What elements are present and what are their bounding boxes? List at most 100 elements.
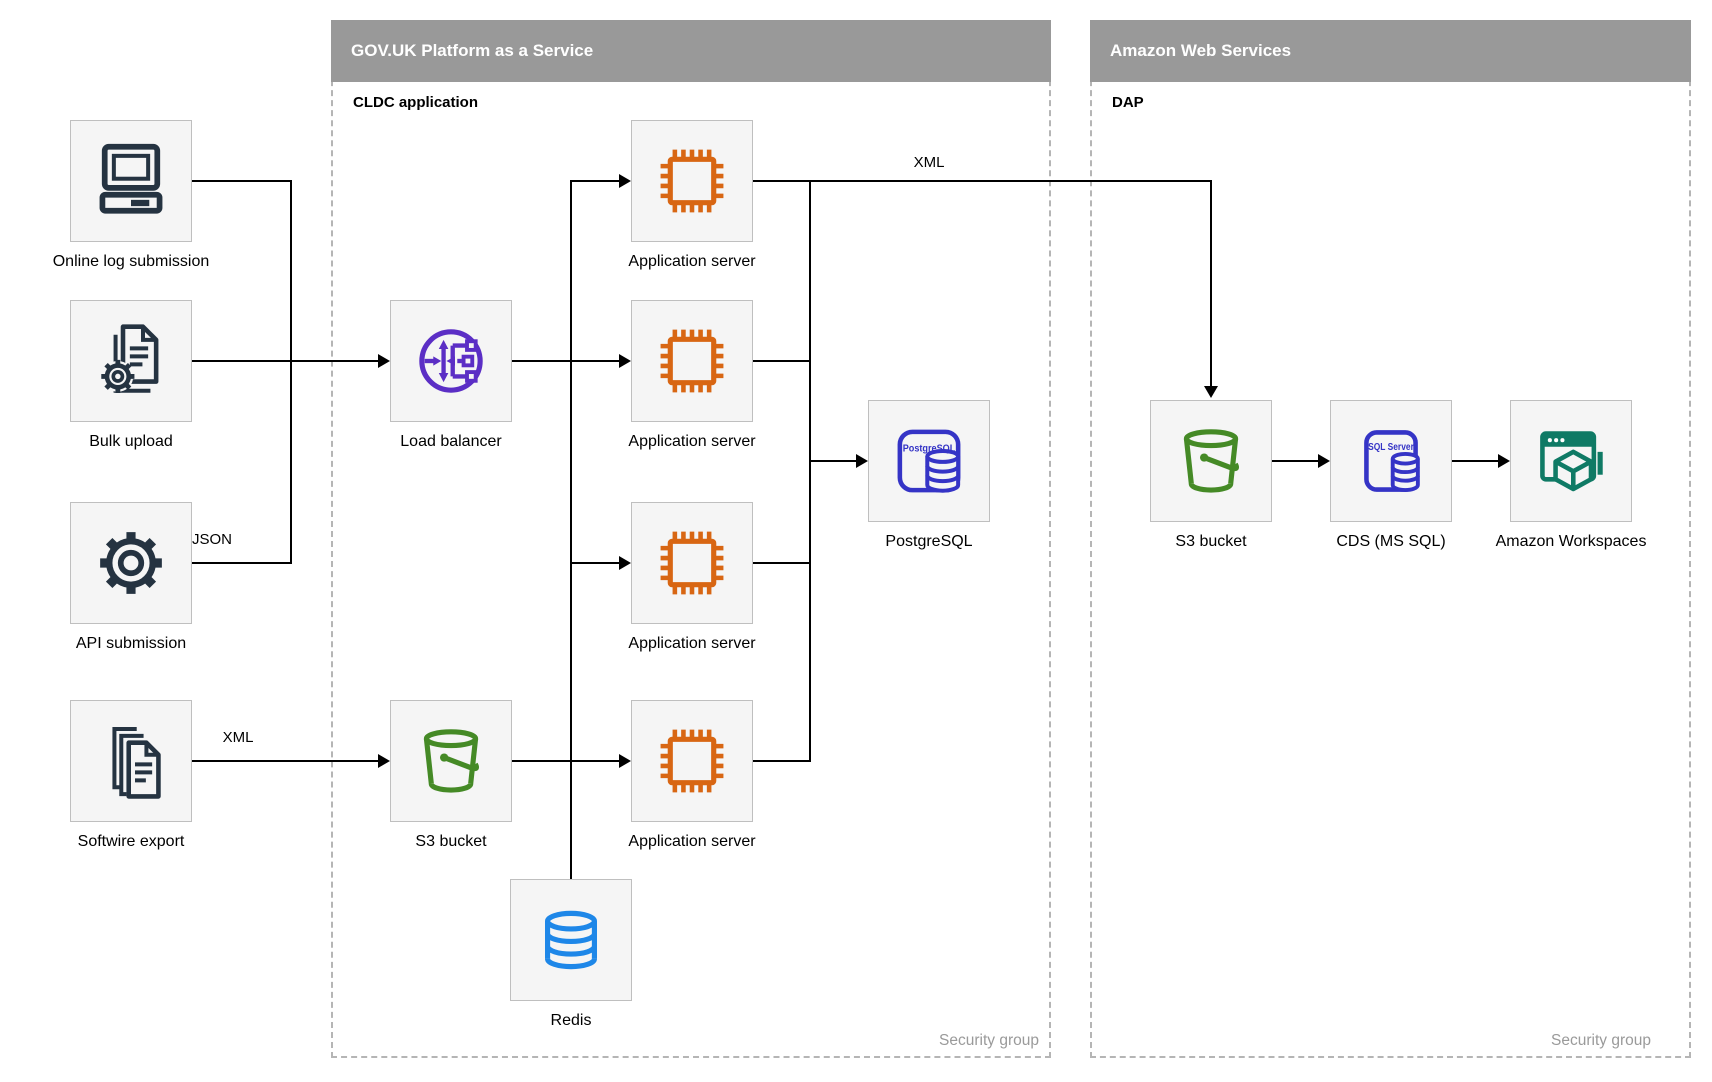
node-api-submission: API submission bbox=[70, 502, 192, 652]
edge-sources-junction bbox=[290, 180, 292, 564]
node-label: S3 bucket bbox=[1175, 533, 1247, 550]
arrowhead-into-load-balancer bbox=[378, 354, 390, 368]
cpu-chip-icon bbox=[660, 149, 724, 213]
node-app-server-2: Application server bbox=[628, 300, 756, 450]
edge-distribution-line bbox=[570, 180, 572, 880]
paas-s3-box bbox=[390, 700, 512, 822]
desktop-computer-icon bbox=[99, 143, 163, 214]
edge-to-app-server-2 bbox=[571, 360, 619, 362]
aws-container: Amazon Web Services DAP Security group bbox=[1090, 20, 1691, 1058]
workspaces-box bbox=[1510, 400, 1632, 522]
redis-box bbox=[510, 879, 632, 1001]
load-balancer-box bbox=[390, 300, 512, 422]
aws-title: Amazon Web Services bbox=[1110, 41, 1292, 60]
node-label: Online log submission bbox=[52, 253, 210, 270]
node-label: Application server bbox=[628, 253, 756, 270]
edge-xml-to-aws bbox=[810, 180, 1211, 182]
node-label: Application server bbox=[628, 635, 756, 652]
edge-softwire-to-s3 bbox=[192, 760, 378, 762]
arrowhead-into-cds bbox=[1318, 454, 1330, 468]
sql-server-database-icon: SQL Server bbox=[1364, 430, 1420, 492]
paas-header: GOV.UK Platform as a Service bbox=[331, 20, 1051, 82]
gear-icon bbox=[100, 532, 162, 594]
node-postgresql: PostgreSQL PostgreSQL bbox=[868, 400, 990, 550]
edge-label-xml-softwire: XML bbox=[222, 729, 254, 746]
node-label: Load balancer bbox=[400, 433, 502, 450]
node-label: Softwire export bbox=[77, 833, 185, 850]
cpu-chip-icon bbox=[660, 329, 724, 393]
postgresql-box: PostgreSQL bbox=[868, 400, 990, 522]
paas-container: GOV.UK Platform as a Service CLDC applic… bbox=[331, 20, 1051, 1058]
node-bulk-upload: Bulk upload bbox=[70, 300, 192, 450]
edge-cds-to-workspaces bbox=[1452, 460, 1498, 462]
edge-label-json: JSON bbox=[191, 531, 232, 548]
edge-s3-to-cds bbox=[1272, 460, 1318, 462]
online-log-box bbox=[70, 120, 192, 242]
arrowhead-into-app-server-4 bbox=[619, 754, 631, 768]
node-softwire-export: Softwire export bbox=[70, 700, 192, 850]
node-app-server-1: Application server bbox=[628, 120, 756, 270]
cpu-chip-icon bbox=[660, 531, 724, 595]
edge-collection-line bbox=[809, 180, 811, 762]
arrowhead-into-workspaces bbox=[1498, 454, 1510, 468]
arrowhead-into-app-server-1 bbox=[619, 174, 631, 188]
node-app-server-4: Application server bbox=[628, 700, 756, 850]
aws-s3-box bbox=[1150, 400, 1272, 522]
cds-box: SQL Server bbox=[1330, 400, 1452, 522]
node-app-server-3: Application server bbox=[628, 502, 756, 652]
edge-app-server-4-out bbox=[753, 760, 809, 762]
aws-security-group-label: Security group bbox=[1551, 1032, 1651, 1049]
node-label: Application server bbox=[628, 833, 756, 850]
s3-bucket-icon bbox=[423, 729, 480, 793]
app-server-1-box bbox=[631, 120, 753, 242]
document-gear-icon bbox=[101, 324, 159, 393]
documents-stack-icon bbox=[112, 727, 161, 799]
node-label: S3 bucket bbox=[415, 833, 487, 850]
node-label: Bulk upload bbox=[89, 433, 173, 450]
node-label: API submission bbox=[75, 635, 187, 652]
edge-s3-to-app-server-4 bbox=[512, 760, 619, 762]
paas-title: GOV.UK Platform as a Service bbox=[351, 41, 594, 60]
arrowhead-into-aws-s3 bbox=[1204, 386, 1218, 398]
load-balancer-icon bbox=[419, 329, 483, 393]
postgresql-badge-text: PostgreSQL bbox=[903, 442, 956, 454]
aws-header: Amazon Web Services bbox=[1090, 20, 1691, 82]
edge-online-log-out bbox=[192, 180, 291, 182]
node-label: Amazon Workspaces bbox=[1495, 533, 1647, 550]
node-load-balancer: Load balancer bbox=[390, 300, 512, 450]
edge-app-server-2-out bbox=[753, 360, 809, 362]
arrowhead-into-paas-s3 bbox=[378, 754, 390, 768]
node-amazon-workspaces: Amazon Workspaces bbox=[1496, 400, 1646, 550]
edge-load-balancer-out bbox=[512, 360, 570, 362]
node-paas-s3-bucket: S3 bucket bbox=[390, 700, 512, 850]
edge-xml-down-to-s3 bbox=[1210, 180, 1212, 386]
postgresql-database-icon: PostgreSQL bbox=[897, 429, 961, 493]
softwire-export-box bbox=[70, 700, 192, 822]
arrowhead-into-postgresql bbox=[856, 454, 868, 468]
s3-bucket-icon bbox=[1183, 429, 1240, 493]
node-cds-ms-sql: SQL Server CDS (MS SQL) bbox=[1330, 400, 1452, 550]
edge-to-app-server-3 bbox=[571, 562, 619, 564]
app-server-3-box bbox=[631, 502, 753, 624]
aws-sublabel: DAP bbox=[1112, 94, 1144, 111]
node-redis: Redis bbox=[510, 879, 632, 1029]
paas-sublabel: CLDC application bbox=[353, 94, 479, 111]
node-label: Redis bbox=[550, 1012, 592, 1029]
api-submission-box bbox=[70, 502, 192, 624]
node-label: CDS (MS SQL) bbox=[1336, 533, 1446, 550]
arrowhead-into-app-server-3 bbox=[619, 556, 631, 570]
sql-server-badge-text: SQL Server bbox=[1368, 442, 1414, 453]
edge-to-postgresql bbox=[810, 460, 856, 462]
bulk-upload-box bbox=[70, 300, 192, 422]
node-aws-s3-bucket: S3 bucket bbox=[1150, 400, 1272, 550]
node-label: PostgreSQL bbox=[885, 533, 973, 550]
paas-security-group-label: Security group bbox=[939, 1032, 1039, 1049]
edge-bulk-to-load-balancer bbox=[192, 360, 378, 362]
amazon-workspaces-icon bbox=[1540, 431, 1603, 492]
node-label: Application server bbox=[628, 433, 756, 450]
cpu-chip-icon bbox=[660, 729, 724, 793]
node-online-log-submission: Online log submission bbox=[53, 120, 209, 270]
app-server-2-box bbox=[631, 300, 753, 422]
edge-app-server-1-out bbox=[753, 180, 809, 182]
